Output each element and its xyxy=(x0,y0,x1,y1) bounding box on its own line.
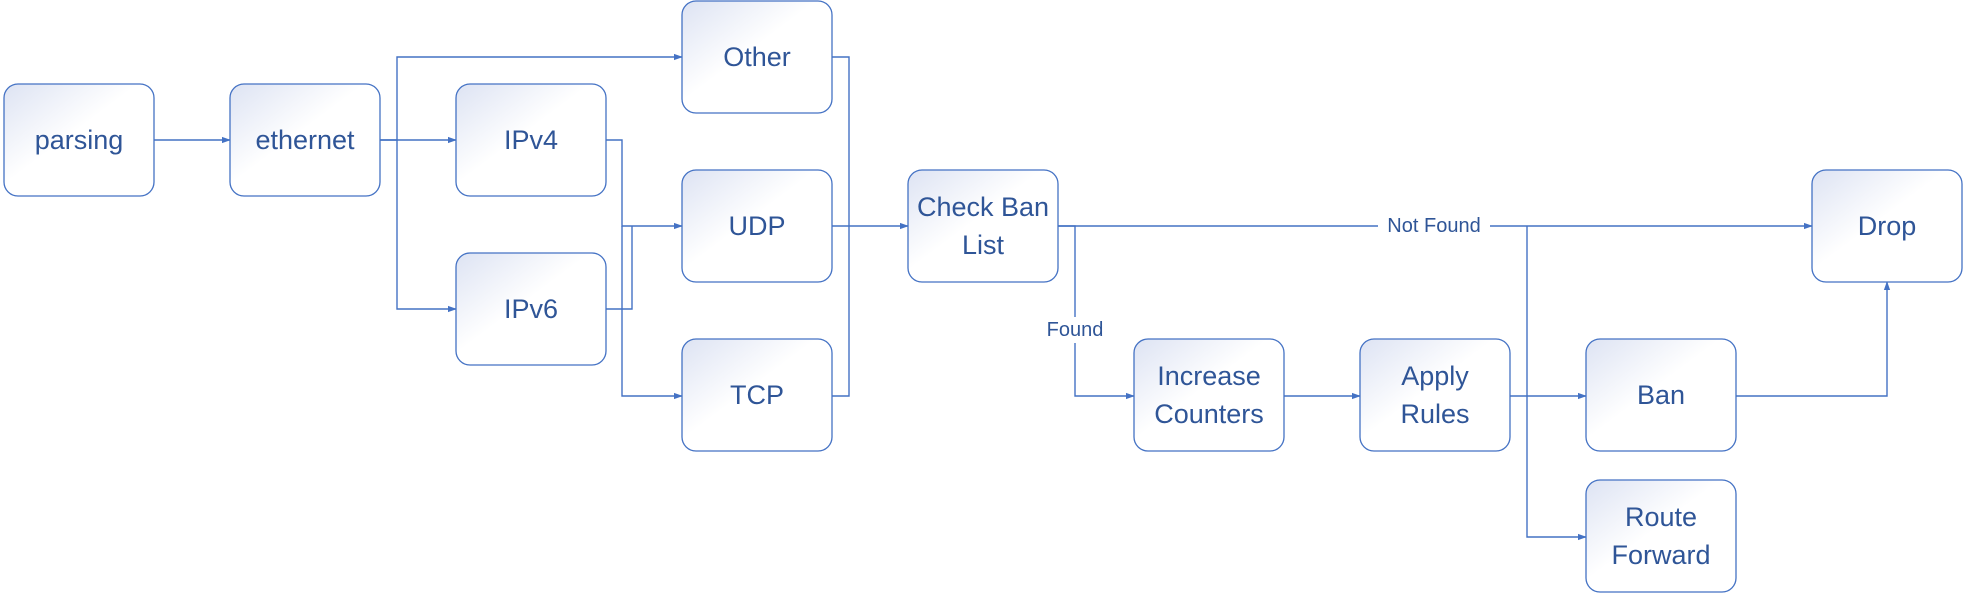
edge-label-text: Not Found xyxy=(1387,215,1480,237)
edge-check-increase xyxy=(1058,225,1135,400)
node-box xyxy=(907,169,1059,283)
node-label: ethernet xyxy=(255,125,355,155)
node-label: Counters xyxy=(1154,399,1264,429)
node-box xyxy=(1359,338,1511,452)
node-label: Ban xyxy=(1637,380,1685,410)
node-box xyxy=(681,169,833,283)
node-label: Drop xyxy=(1858,211,1917,241)
node-box xyxy=(1585,338,1737,452)
node-ipv6: IPv6 xyxy=(455,252,607,366)
edge-ipv6-junction xyxy=(606,226,633,310)
edge-tcp-check xyxy=(832,226,850,397)
edge-ethernet-other xyxy=(380,53,683,141)
node-box xyxy=(3,83,155,197)
edge-ipv4-tcp xyxy=(621,226,683,400)
node-tcp: TCP xyxy=(681,338,833,452)
edge-label-not-found: Not Found xyxy=(1378,213,1490,239)
edges-layer xyxy=(154,53,1891,541)
node-label: Check Ban xyxy=(917,192,1049,222)
edge-label-text: Found xyxy=(1047,319,1104,341)
node-box xyxy=(455,83,607,197)
node-label: IPv6 xyxy=(504,294,558,324)
node-drop: Drop xyxy=(1811,169,1963,283)
node-label: Rules xyxy=(1400,399,1469,429)
node-label: UDP xyxy=(728,211,785,241)
node-ban: Ban xyxy=(1585,338,1737,452)
edge-other-check xyxy=(832,56,850,226)
edge-ban-drop xyxy=(1736,281,1891,397)
node-label: Route xyxy=(1625,502,1697,532)
node-box xyxy=(229,83,381,197)
edge-label-background xyxy=(1378,213,1490,239)
node-label: parsing xyxy=(35,125,124,155)
node-label: Other xyxy=(723,42,791,72)
node-box xyxy=(681,338,833,452)
node-box xyxy=(681,0,833,114)
node-label: Forward xyxy=(1611,540,1710,570)
node-label: TCP xyxy=(730,380,784,410)
node-label: Increase xyxy=(1157,361,1261,391)
node-udp: UDP xyxy=(681,169,833,283)
edge-junction-route xyxy=(1526,226,1587,541)
node-label: Apply xyxy=(1401,361,1469,391)
node-box xyxy=(1811,169,1963,283)
node-parsing: parsing xyxy=(3,83,155,197)
node-ethernet: ethernet xyxy=(229,83,381,197)
edge-label-background xyxy=(1041,317,1109,343)
edge-label-found: Found xyxy=(1041,317,1109,343)
node-box xyxy=(455,252,607,366)
node-box xyxy=(1133,338,1285,452)
node-label: IPv4 xyxy=(504,125,558,155)
node-box xyxy=(1585,479,1737,593)
node-ipv4: IPv4 xyxy=(455,83,607,197)
edge-ipv4-udp xyxy=(606,139,683,230)
node-other: Other xyxy=(681,0,833,114)
node-label: List xyxy=(962,230,1005,260)
edge-ethernet-ipv6 xyxy=(396,140,457,313)
